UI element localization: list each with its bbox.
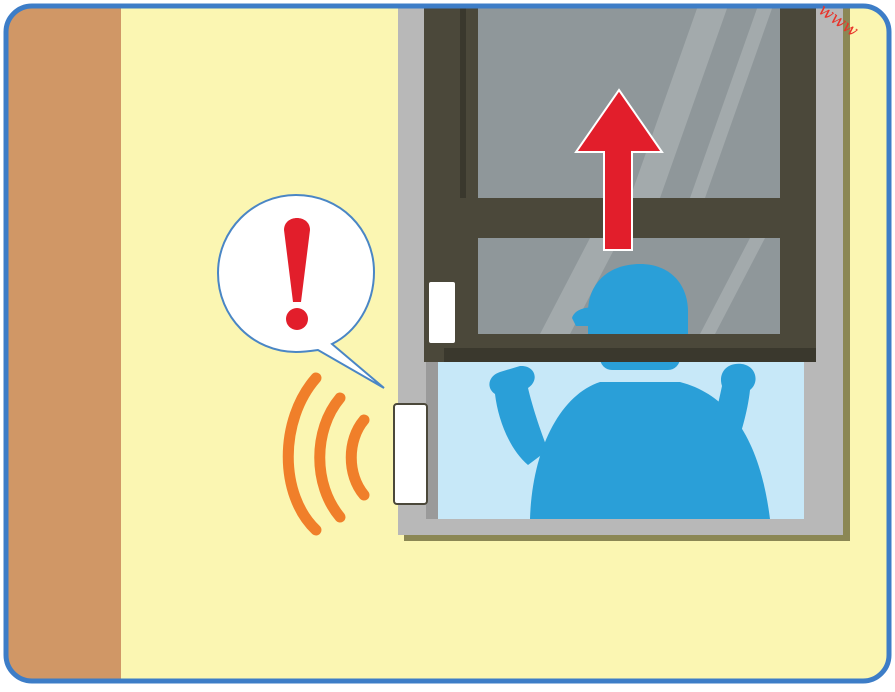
lower-sash-bottom-rail [444, 348, 816, 362]
sensor-body [394, 404, 427, 504]
wood-pillar [0, 0, 121, 687]
sensor-magnet [428, 281, 456, 344]
upper-sash-rail [460, 0, 466, 198]
